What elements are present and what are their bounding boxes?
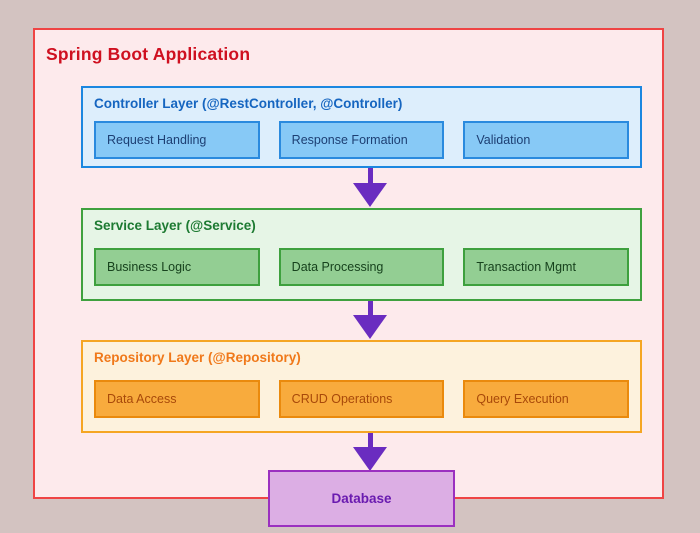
chip-query-execution[interactable]: Query Execution (463, 380, 630, 418)
arrow-controller-to-service (352, 168, 388, 207)
chip-row-repository: Data Access CRUD Operations Query Execut… (94, 380, 630, 418)
diagram-title: Spring Boot Application (46, 44, 251, 64)
arrow-shaft (367, 301, 373, 316)
arrow-service-to-repository (352, 301, 388, 339)
layer-panel-service[interactable]: Service Layer (@Service) Business Logic … (81, 208, 642, 301)
chip-business-logic[interactable]: Business Logic (94, 248, 260, 286)
layer-title-controller: Controller Layer (@RestController, @Cont… (94, 96, 403, 111)
chip-row-service: Business Logic Data Processing Transacti… (94, 248, 630, 286)
arrow-shaft (367, 168, 373, 184)
arrow-head-down-icon (353, 315, 387, 339)
chip-validation[interactable]: Validation (463, 121, 630, 159)
layer-title-repository: Repository Layer (@Repository) (94, 350, 301, 365)
layer-panel-controller[interactable]: Controller Layer (@RestController, @Cont… (81, 86, 642, 168)
layer-title-service: Service Layer (@Service) (94, 218, 256, 233)
arrow-head-down-icon (353, 183, 387, 207)
chip-data-processing[interactable]: Data Processing (278, 248, 445, 286)
database-node[interactable]: Database (268, 470, 455, 527)
chip-crud-operations[interactable]: CRUD Operations (278, 380, 445, 418)
layer-panel-repository[interactable]: Repository Layer (@Repository) Data Acce… (81, 340, 642, 433)
chip-request-handling[interactable]: Request Handling (94, 121, 260, 159)
chip-row-controller: Request Handling Response Formation Vali… (94, 121, 630, 159)
arrow-repository-to-database (352, 433, 388, 471)
chip-transaction-mgmt[interactable]: Transaction Mgmt (463, 248, 630, 286)
chip-data-access[interactable]: Data Access (94, 380, 260, 418)
chip-response-formation[interactable]: Response Formation (278, 121, 445, 159)
arrow-head-down-icon (353, 447, 387, 471)
arrow-shaft (367, 433, 373, 448)
